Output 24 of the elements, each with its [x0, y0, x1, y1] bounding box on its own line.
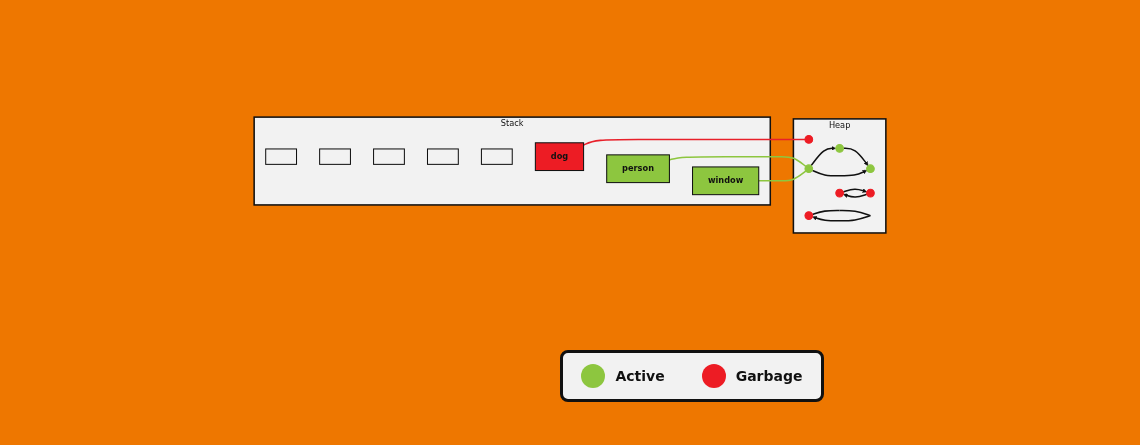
arrow	[811, 169, 868, 177]
legend-text: Active	[615, 368, 665, 384]
node-circle	[835, 188, 844, 198]
node-box	[480, 148, 513, 165]
arrow	[842, 147, 869, 166]
arrow	[842, 188, 867, 193]
node-box: dog	[534, 142, 585, 171]
node-circle	[804, 164, 814, 174]
node-box: window	[692, 166, 760, 196]
node-circle	[835, 143, 844, 153]
arrow	[810, 146, 836, 167]
node-box	[265, 148, 298, 165]
arrow	[843, 193, 868, 198]
arrow	[811, 209, 872, 222]
node-circle	[804, 211, 814, 220]
node-circle	[804, 135, 814, 144]
node-box	[319, 148, 351, 165]
node-circle	[866, 188, 875, 198]
legend-text: Garbage	[735, 368, 803, 384]
node-box: person	[606, 154, 670, 184]
node-box	[426, 148, 459, 165]
node-circle	[866, 164, 875, 174]
node-box	[373, 148, 405, 165]
cluster: Heap	[792, 118, 887, 234]
